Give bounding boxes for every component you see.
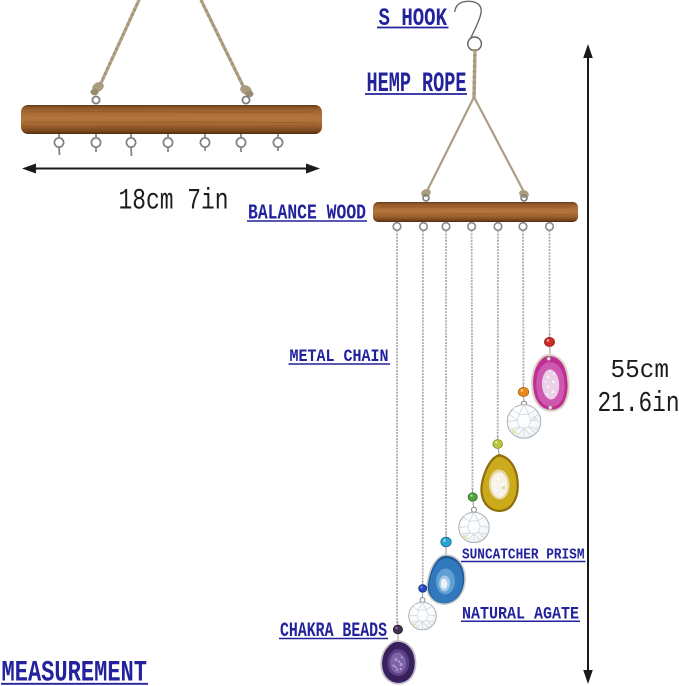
svg-text:METAL CHAIN: METAL CHAIN: [290, 348, 389, 367]
svg-text:18cm 7in: 18cm 7in: [119, 185, 229, 219]
svg-text:NATURAL AGATE: NATURAL AGATE: [462, 605, 579, 625]
svg-text:HEMP ROPE: HEMP ROPE: [367, 69, 467, 100]
svg-text:55cm: 55cm: [611, 355, 670, 385]
svg-text:21.6in: 21.6in: [598, 387, 679, 420]
svg-text:SUNCATCHER PRISM: SUNCATCHER PRISM: [462, 548, 585, 564]
svg-text:MEASUREMENT: MEASUREMENT: [2, 656, 148, 686]
svg-text:BALANCE WOOD: BALANCE WOOD: [248, 203, 366, 226]
svg-text:S HOOK: S HOOK: [379, 4, 448, 33]
svg-text:CHAKRA BEADS: CHAKRA BEADS: [280, 619, 387, 642]
